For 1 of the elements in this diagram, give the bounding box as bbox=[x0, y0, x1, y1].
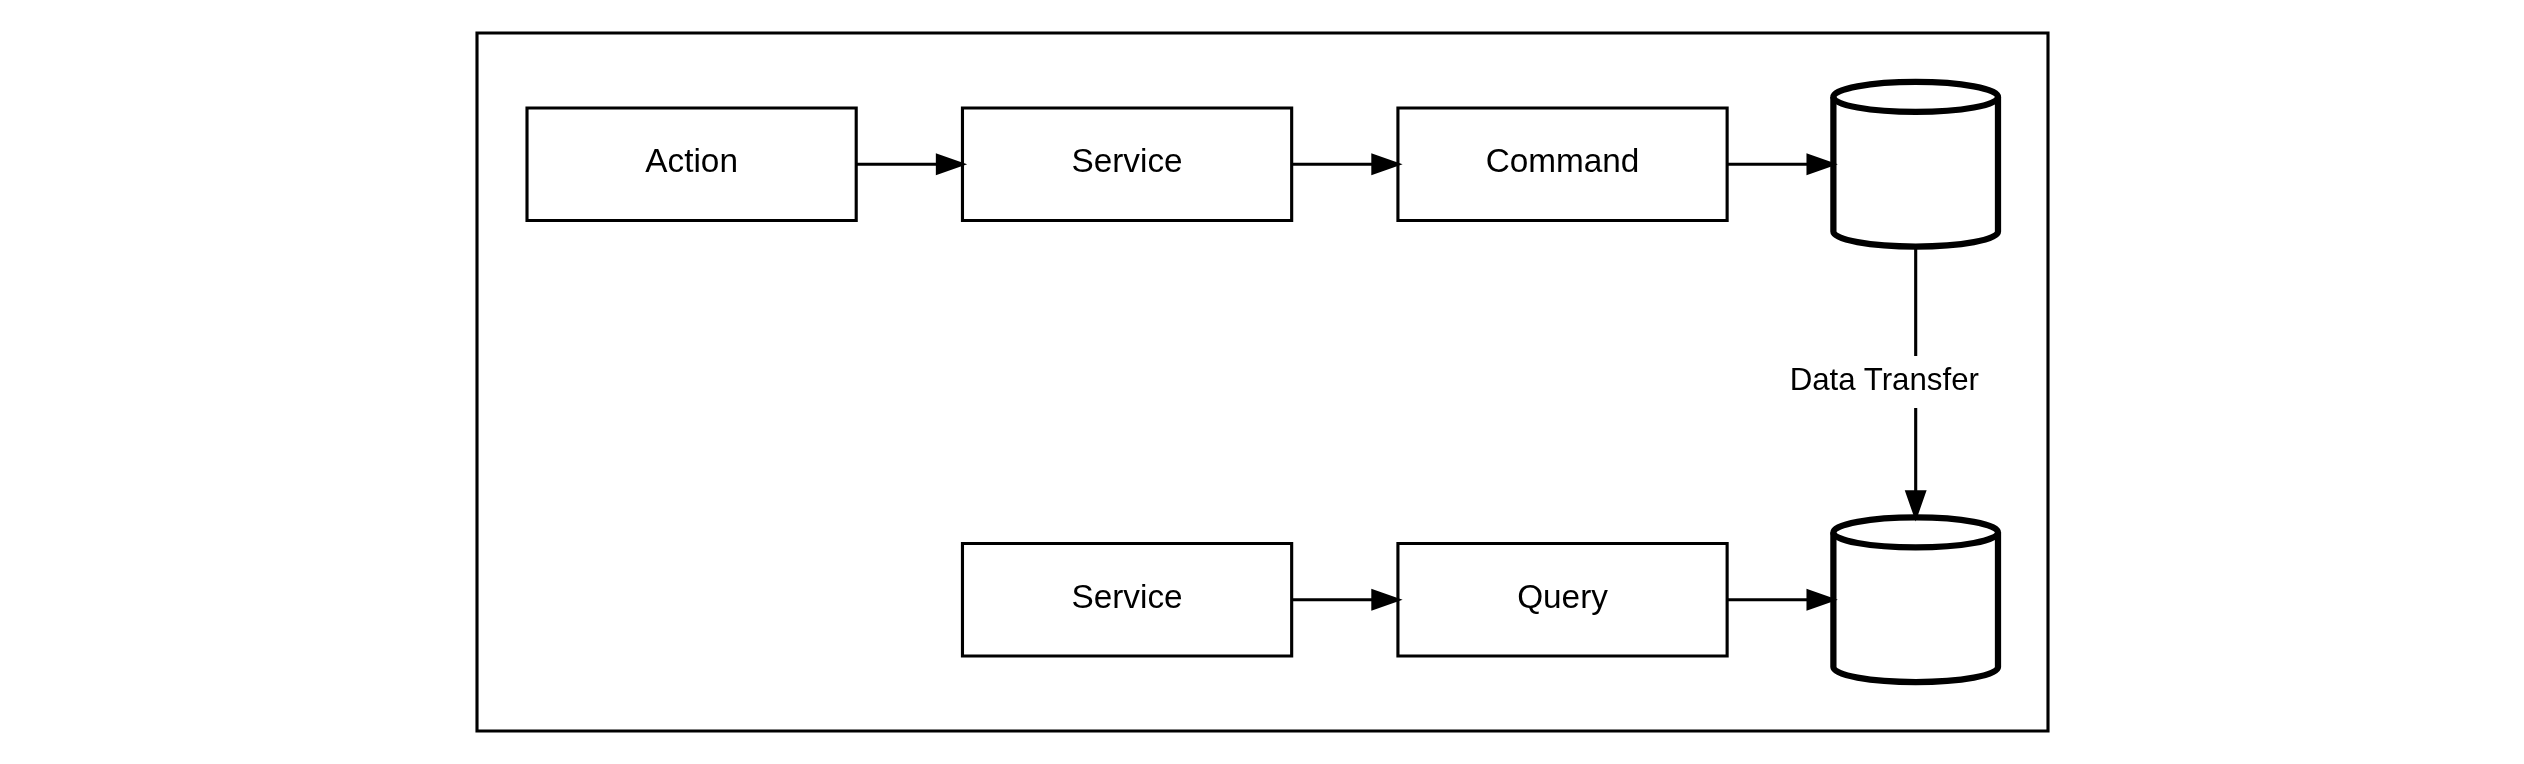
edge-label: Data Transfer bbox=[1789, 362, 1979, 398]
